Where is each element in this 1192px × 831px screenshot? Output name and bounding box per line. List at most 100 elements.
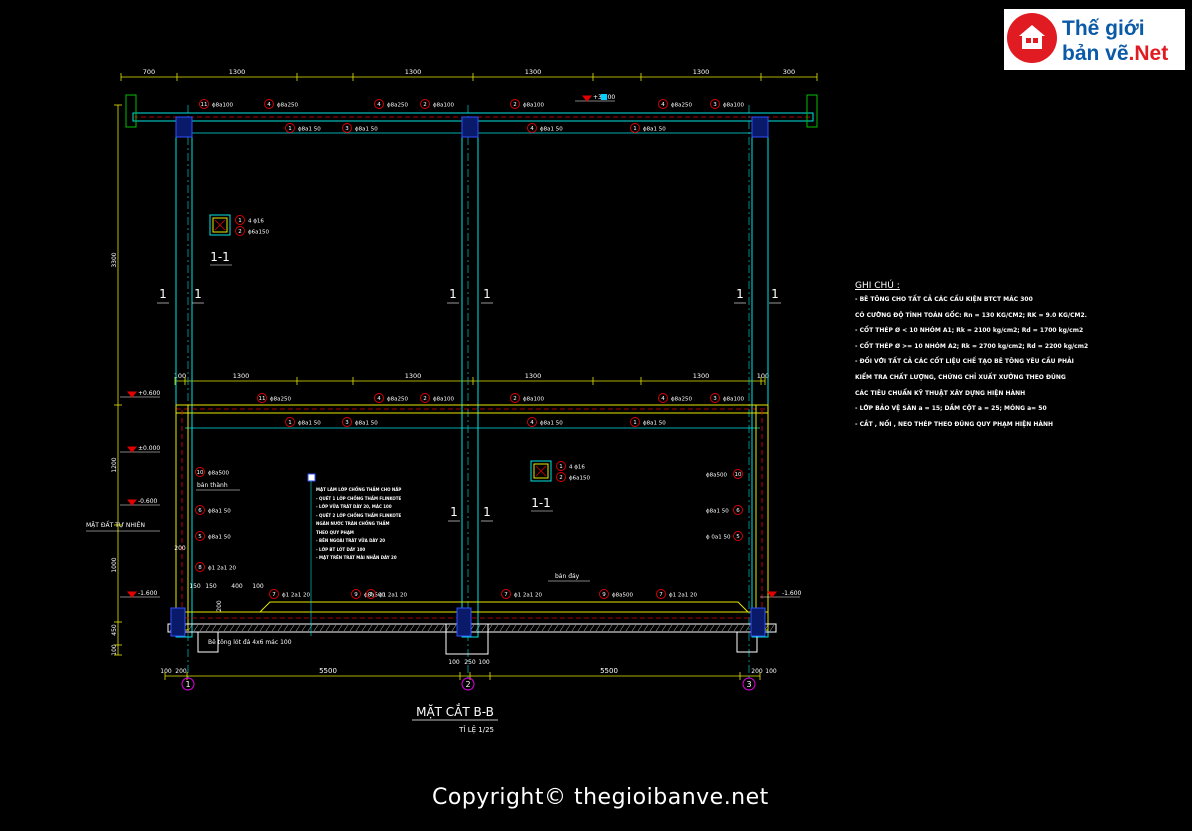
spec-line: - LỚP BT LÓT DÀY 100 [316, 546, 366, 552]
hatch [715, 624, 721, 632]
rebar-tag-number: 2 [559, 475, 563, 481]
dim-label: 200 [751, 668, 763, 675]
hatch [571, 624, 577, 632]
spec-line: THEO QUY PHẠM [316, 529, 354, 535]
brand-logo[interactable]: Thế giới bản vẽ.Net [1004, 9, 1185, 70]
column-base [170, 607, 186, 637]
footing [736, 631, 758, 653]
rebar-tag-circle [269, 589, 279, 599]
hatch [319, 624, 325, 632]
mid-dimension-label: 100 [757, 372, 769, 380]
hatch [433, 624, 439, 632]
hatch [325, 624, 331, 632]
detail-rebar-label: 4 ϕ16 [248, 218, 264, 224]
hatch [631, 624, 637, 632]
dim-label: 5500 [600, 667, 618, 675]
dim-label: 1200 [111, 457, 118, 472]
hatch [403, 624, 409, 632]
hatch [229, 624, 235, 632]
parapet-left [125, 94, 137, 128]
hatch [331, 624, 337, 632]
hatch [619, 624, 625, 632]
note-line: CÁC TIÊU CHUẨN KỸ THUẬT XÂY DỰNG HIỆN HÀ… [855, 389, 1026, 397]
level-ground-marker [126, 499, 138, 506]
detail-top-outline [209, 214, 231, 236]
rebar-tag-number: 10 [735, 472, 742, 478]
dim-label: 3300 [111, 252, 118, 267]
rebar-tag-circle [374, 393, 384, 403]
rebar-label-top: ϕ8a100 [523, 102, 544, 108]
rebar-tag-number: 6 [736, 508, 740, 514]
hatch [241, 624, 247, 632]
rebar-label-top: ϕ8a100 [433, 102, 454, 108]
hatch [235, 624, 241, 632]
rebar-tag-circle [285, 417, 295, 427]
rebar-tag-number: 4 [377, 396, 381, 402]
rebar-label-top: ϕ8a250 [277, 102, 298, 108]
rebar-tag-circle [195, 531, 205, 541]
logo-line2-suffix: .Net [1128, 42, 1169, 65]
rebar-tag-circle [599, 589, 609, 599]
rebar-tag-circle [195, 467, 205, 477]
column-cap [461, 116, 479, 138]
rebar-tag-circle [630, 123, 640, 133]
rebar-tag-number: 2 [513, 396, 517, 402]
rebar-label-wall-left: ϕ8a1 50 [208, 508, 231, 514]
rebar-tag-circle [285, 123, 295, 133]
rebar-tag-circle [195, 505, 205, 515]
floor-label: bản đáy [555, 573, 580, 580]
rebar-tag-number: 7 [369, 592, 373, 598]
axis-bubble [742, 677, 756, 691]
rebar-tag-circle [374, 99, 384, 109]
hatch [487, 624, 493, 632]
section-mark: 1 [483, 505, 491, 519]
hatch [559, 624, 565, 632]
hatch [667, 624, 673, 632]
hatch [649, 624, 655, 632]
rebar-tag-number: 7 [659, 592, 663, 598]
level-marker-box [601, 94, 607, 100]
dim-label: 100 [765, 668, 777, 675]
rebar-tag-number: 6 [198, 508, 202, 514]
waterproofing-spec: MẶT LÀM LỚP CHỐNG THẤM CHO NẮP - QUÉT 1 … [316, 486, 401, 563]
rebar-tag-number: 7 [504, 592, 508, 598]
hatch [553, 624, 559, 632]
rebar-label-lid: ϕ8a250 [387, 396, 408, 402]
rebar-tag-number: 1 [633, 126, 637, 132]
rebar-label-top: ϕ8a250 [387, 102, 408, 108]
rebar-label-lid: ϕ8a250 [270, 396, 291, 402]
rebar-tag-circle [501, 589, 511, 599]
rebar-tag-circle [656, 589, 666, 599]
level-bottom-right-marker [766, 591, 778, 598]
top-dimension-label: 1300 [405, 68, 422, 76]
hatch [529, 624, 535, 632]
top-dimension-label: 1300 [229, 68, 246, 76]
rebar-tag-number: 9 [602, 592, 606, 598]
hatch [637, 624, 643, 632]
detail-top-stirrup [212, 217, 228, 233]
note-line: KIỂM TRA CHẤT LƯỢNG, CHỨNG CHỈ XUẤT XƯỞN… [855, 373, 1066, 381]
level-bottom-left-label: -1.600 [138, 590, 158, 597]
rebar-tag-circle [257, 393, 267, 403]
hatch [385, 624, 391, 632]
detail-section-label: 1-1 [210, 250, 230, 264]
rebar-label-lid: ϕ8a100 [723, 396, 744, 402]
rebar-label-wall-right: ϕ8a500 [706, 472, 727, 478]
wall-label: bản thành [197, 482, 228, 489]
hatch [313, 624, 319, 632]
mid-dimension-label: 1300 [233, 372, 250, 380]
detail-mid-stirrup [533, 463, 549, 479]
rebar-label-top-bottom: ϕ8a1 50 [355, 126, 378, 132]
hatch [643, 624, 649, 632]
rebar-label-top-bottom: ϕ8a1 50 [643, 126, 666, 132]
hatch [409, 624, 415, 632]
hatch [745, 624, 751, 632]
hatch [187, 624, 193, 632]
hatch [565, 624, 571, 632]
rebar-label-top-bottom: ϕ8a1 50 [540, 126, 563, 132]
logo-line1: Thế giới [1062, 17, 1145, 40]
hatch [223, 624, 229, 632]
hatch [421, 624, 427, 632]
rebar-tag-number: 11 [259, 396, 266, 402]
detail-rebar-label: ϕ6a150 [569, 475, 590, 481]
